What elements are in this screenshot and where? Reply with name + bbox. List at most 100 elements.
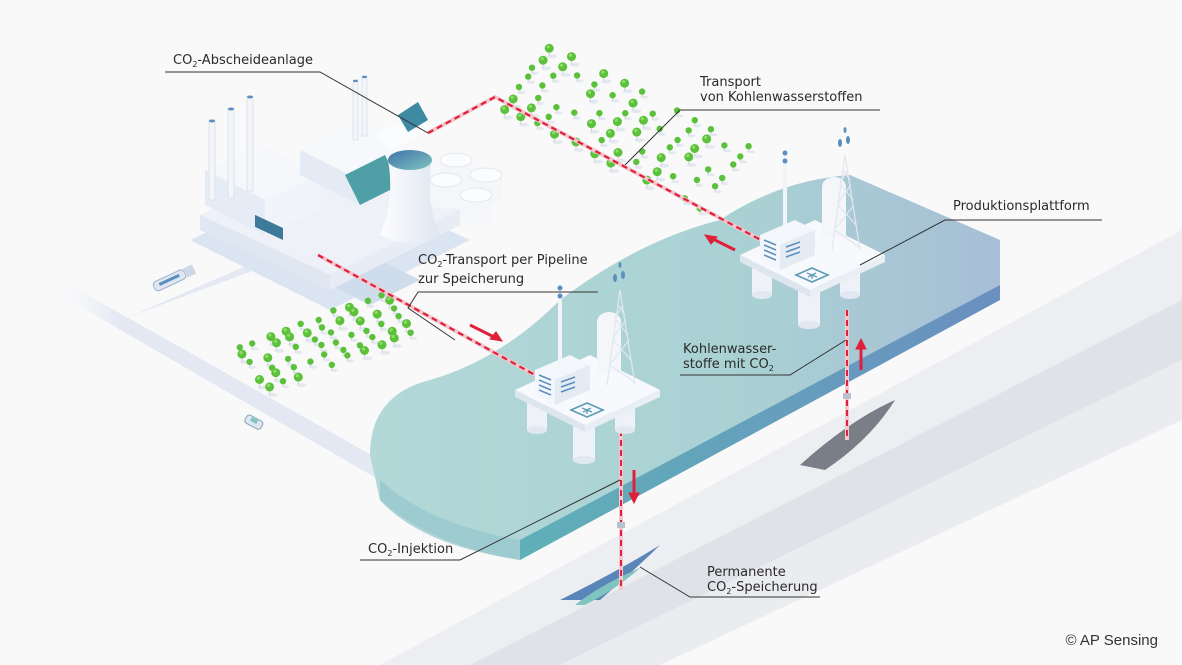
tree-icon xyxy=(377,320,389,332)
label-text: -Speicherung xyxy=(731,580,818,595)
label-subscript: 2 xyxy=(437,260,443,269)
tree-icon xyxy=(271,337,285,354)
label-text: -Injektion xyxy=(392,542,454,557)
solar-panel-icon xyxy=(398,102,428,132)
tree-icon xyxy=(545,113,556,125)
tree-icon xyxy=(693,176,704,188)
tree-icon xyxy=(292,343,303,355)
label-line-2: zur Speicherung xyxy=(418,272,525,287)
tree-icon xyxy=(621,109,633,121)
tree-icon xyxy=(595,109,607,121)
label-line-1: Transport xyxy=(700,75,762,90)
offshore-platform-icon xyxy=(515,262,660,464)
tree-icon xyxy=(343,351,355,363)
tree-icon xyxy=(573,71,585,84)
tree-icon xyxy=(538,81,550,94)
label-co2-capture-plant: CO2-Abscheideanlage xyxy=(173,53,313,72)
tree-icon xyxy=(666,143,677,155)
antenna-tower-icon xyxy=(831,127,861,251)
tree-icon xyxy=(359,345,373,361)
tree-icon xyxy=(406,329,418,341)
tree-icon xyxy=(631,127,646,143)
chimneys xyxy=(208,75,368,201)
tree-icon xyxy=(544,43,558,59)
helipad-icon xyxy=(569,402,605,418)
tree-icon xyxy=(524,72,536,85)
label-subscript: 2 xyxy=(768,364,774,373)
label-co2-pipeline-transport: CO2-Transport per Pipeline zur Speicherun… xyxy=(418,253,588,287)
pipeline-co2-transport xyxy=(317,253,536,377)
tree-icon xyxy=(515,83,526,95)
tree-icon xyxy=(279,377,290,389)
leader-lines xyxy=(165,71,1102,598)
label-text: stoffe mit CO xyxy=(683,357,769,372)
tree-icon xyxy=(245,358,257,370)
tree-icon xyxy=(736,152,748,164)
tree-icon xyxy=(334,315,349,332)
tree-icon xyxy=(744,142,756,154)
pipeline-hydrocarbon-transport xyxy=(427,94,771,247)
well-injection xyxy=(617,420,625,590)
label-text: -Abscheideanlage xyxy=(197,53,314,68)
production-platform xyxy=(740,127,885,329)
label-line-2: von Kohlenwasserstoffen xyxy=(700,90,863,105)
label-co2-injection: CO2-Injektion xyxy=(368,542,453,561)
tree-icon xyxy=(632,158,644,170)
label-text: CO xyxy=(173,53,193,68)
tree-icon xyxy=(368,333,380,345)
cooling-tower-icon xyxy=(380,150,440,243)
tree-icon xyxy=(329,306,341,319)
tree-icon xyxy=(264,381,279,398)
tree-icon xyxy=(293,372,307,388)
tree-icon xyxy=(586,118,600,135)
antenna-tower-icon xyxy=(606,262,636,386)
tree-icon xyxy=(328,361,339,373)
tree-icon xyxy=(306,357,318,370)
tree-icon xyxy=(552,103,564,115)
tanker-truck-icon xyxy=(152,264,197,292)
label-production-platform: Produktionsplattform xyxy=(953,199,1090,214)
tree-icon xyxy=(711,182,723,194)
tree-icon xyxy=(656,125,667,137)
tree-icon xyxy=(720,141,732,153)
label-text: -Transport per Pipeline xyxy=(442,253,588,268)
forest-north xyxy=(499,43,756,216)
road xyxy=(60,260,460,515)
tree-icon xyxy=(248,339,260,351)
tree-icon xyxy=(605,128,619,144)
label-line-1: Kohlenwasser- xyxy=(683,342,777,357)
label-text: CO xyxy=(418,253,438,268)
tree-icon xyxy=(317,341,329,353)
tree-icon xyxy=(619,78,634,94)
tree-icon xyxy=(649,110,660,122)
tree-icon xyxy=(612,116,626,133)
tree-icon xyxy=(718,174,730,186)
tree-icon xyxy=(598,68,613,85)
tree-icon xyxy=(628,98,642,114)
tree-icon xyxy=(320,350,332,363)
tree-icon xyxy=(566,51,580,68)
tree-icon xyxy=(389,333,403,349)
helipad-icon xyxy=(794,267,830,283)
label-subscript: 2 xyxy=(192,60,198,69)
car-icon xyxy=(244,414,264,430)
label-subscript: 2 xyxy=(387,549,393,558)
well-production xyxy=(843,310,851,440)
tree-icon xyxy=(377,339,391,356)
geological-layers xyxy=(380,230,1182,665)
tree-icon xyxy=(327,328,338,340)
tree-icon xyxy=(656,152,670,169)
offshore-platform-icon xyxy=(740,127,885,329)
tree-icon xyxy=(673,136,685,148)
tree-icon xyxy=(707,125,718,137)
copyright-notice: © AP Sensing xyxy=(1065,632,1158,649)
tree-icon xyxy=(528,64,539,76)
label-subscript: 2 xyxy=(726,587,732,596)
label-text: CO xyxy=(707,580,727,595)
tree-icon xyxy=(570,108,582,121)
flow-arrow-icon xyxy=(469,234,867,505)
tree-icon xyxy=(652,166,666,183)
